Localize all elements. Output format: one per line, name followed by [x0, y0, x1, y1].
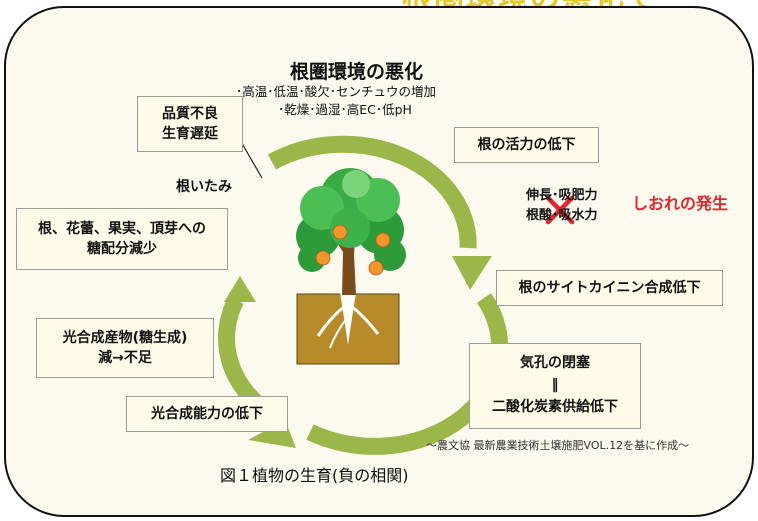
arrowhead-down-right: [452, 256, 492, 290]
photo-capacity-box: 光合成能力の低下: [126, 396, 288, 432]
stomata-line-3: 二酸化炭素供給低下: [492, 398, 618, 415]
cross-mark: [545, 195, 575, 225]
root-damage-label: 根いたみ: [176, 179, 232, 195]
photosynthate-box: 光合成産物(糖生成) 減→不足: [36, 318, 214, 378]
stomata-line-1: 気孔の閉塞: [520, 355, 590, 372]
photosynthate-line-1: 光合成産物(糖生成): [62, 329, 188, 346]
quality-line-1: 品質不良: [162, 105, 218, 122]
root-water-label: 根酸･吸水力: [526, 208, 598, 223]
root-left-2: [329, 317, 348, 349]
cycle-arrow-upper-right: [267, 135, 477, 249]
header-line-1: ･高温･低温･酸欠･センチュウの増加: [236, 84, 437, 99]
cytokinin-box: 根のサイトカイニン合成低下: [496, 270, 723, 306]
photosynthate-line-2: 減→不足: [98, 350, 152, 366]
tree-fruits: [315, 224, 391, 276]
quality-line-2: 生育遅延: [162, 126, 218, 142]
header-line-2: ･乾燥･過湿･高EC･低pH: [278, 102, 412, 117]
sugar-line-2: 糖配分減少: [87, 241, 157, 257]
sugar-line-1: 根、花蕾、果実、頂芽への: [38, 220, 206, 237]
sugar-allocation-box: 根、花蕾、果実、頂芽への 糖配分減少: [16, 208, 228, 270]
stomata-line-2: ‖: [551, 377, 559, 394]
quality-box: 品質不良 生育遅延: [137, 96, 243, 152]
extension-label: 伸長･吸肥力: [526, 188, 598, 203]
arrowhead-up-left: [224, 276, 256, 302]
root-left: [316, 303, 347, 337]
root-activity-box: 根の活力の低下: [454, 127, 599, 163]
tree-canopy: [296, 168, 406, 272]
cytokinin-label: 根のサイトカイニン合成低下: [518, 279, 701, 296]
header-title: 根圏環境の悪化: [290, 61, 424, 83]
photo-capacity-label: 光合成能力の低下: [151, 405, 263, 422]
wilting-label: しおれの発生: [632, 194, 729, 213]
source-note: ～農文協 最新農業技術土壌施肥VOL.12を基に作成～: [426, 439, 690, 452]
stomata-box: 気孔の閉塞 ‖ 二酸化炭素供給低下: [469, 343, 641, 429]
root-right: [349, 303, 380, 335]
figure-caption: 図１植物の生育(負の相関): [220, 466, 409, 485]
cycle-arrow-lower-right: [306, 293, 509, 455]
quality-connector-line: [239, 139, 263, 179]
root-activity-label: 根の活力の低下: [477, 136, 576, 153]
